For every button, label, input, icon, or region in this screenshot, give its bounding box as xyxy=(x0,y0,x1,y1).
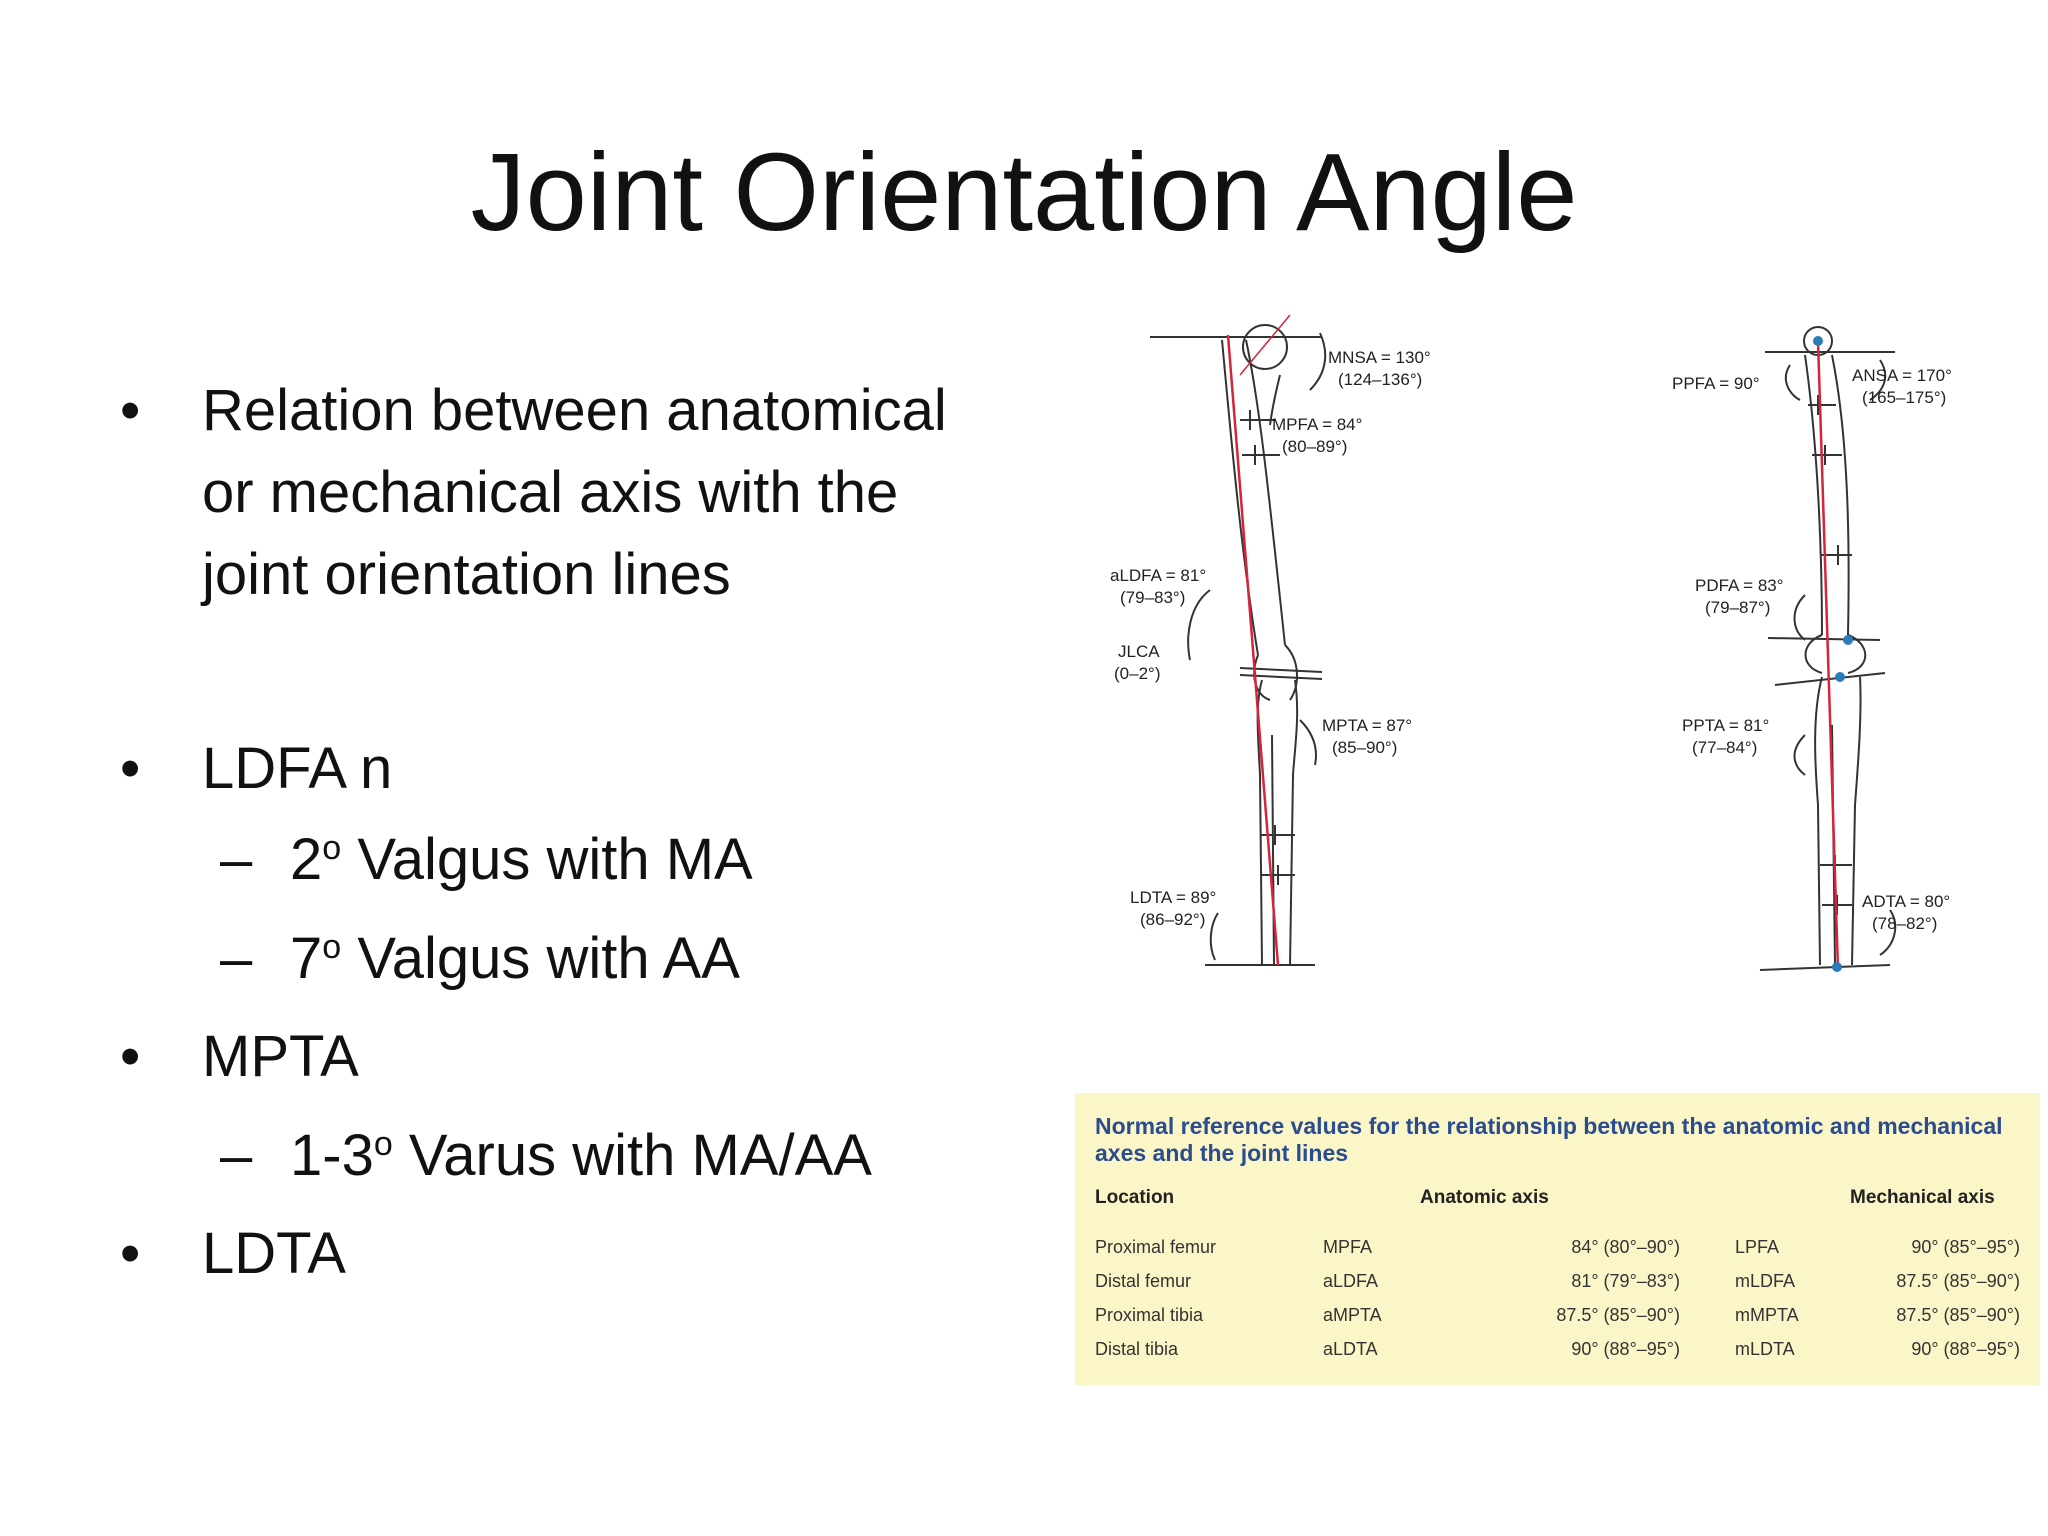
degree-symbol: o xyxy=(322,928,342,966)
slide-title: Joint Orientation Angle xyxy=(470,131,1578,254)
label-mpta-range: (85–90°) xyxy=(1332,738,1397,757)
label-adta-range: (78–82°) xyxy=(1872,914,1937,933)
table-body: Proximal femur MPFA 84° (80°–90°) LPFA 9… xyxy=(1095,1237,2020,1373)
degree-symbol: o xyxy=(373,1125,393,1163)
label-ansa: ANSA = 170° xyxy=(1852,366,1952,385)
cell-mechanical-name: mMPTA xyxy=(1735,1305,1799,1325)
degree-value: 2 xyxy=(290,827,323,892)
bullet-gap xyxy=(120,616,1000,728)
sub-bullet-text: Valgus with AA xyxy=(357,926,740,991)
table-row: Proximal tibia aMPTA 87.5° (85°–90°) mMP… xyxy=(1095,1305,2020,1339)
label-mnsa: MNSA = 130° xyxy=(1328,348,1431,367)
table-row: Distal femur aLDFA 81° (79°–83°) mLDFA 8… xyxy=(1095,1271,2020,1305)
degree-symbol: o xyxy=(322,829,342,867)
cell-anatomic-value: 87.5° (85°–90°) xyxy=(1556,1305,1680,1325)
cell-mechanical-value: 87.5° (85°–90°) xyxy=(1896,1305,2020,1325)
header-mechanical-axis: Mechanical axis xyxy=(1850,1187,1995,1208)
cell-anatomic-value: 84° (80°–90°) xyxy=(1571,1237,1680,1257)
cell-location: Proximal tibia xyxy=(1095,1305,1204,1325)
table-title: Normal reference values for the relation… xyxy=(1095,1113,2003,1166)
label-pdfa: PDFA = 83° xyxy=(1695,576,1784,595)
frontal-leg-figure xyxy=(1150,324,1327,966)
cell-anatomic-value: 81° (79°–83°) xyxy=(1571,1271,1680,1291)
label-ldta: LDTA = 89° xyxy=(1130,888,1216,907)
degree-value: 1-3 xyxy=(290,1123,374,1188)
axis-marker xyxy=(1239,314,1291,376)
label-aldfa-range: (79–83°) xyxy=(1120,588,1185,607)
joint-center-marker xyxy=(1843,635,1853,645)
cell-location: Distal tibia xyxy=(1095,1339,1179,1359)
cell-location: Distal femur xyxy=(1095,1271,1192,1291)
bullet-ldta: LDTA xyxy=(120,1205,1000,1303)
degree-value: 7 xyxy=(290,926,323,991)
joint-center-marker xyxy=(1832,962,1842,972)
sub-bullet-text: Valgus with MA xyxy=(357,827,753,892)
label-ppfa: PPFA = 90° xyxy=(1672,374,1760,393)
sub-bullet-ldfa-ma: 2o Valgus with MA xyxy=(120,810,1000,909)
sub-bullet-mpta: 1-3o Varus with MA/AA xyxy=(120,1106,1000,1205)
bullet-relation: Relation between anatomical or mechanica… xyxy=(120,370,1000,616)
label-ppta-range: (77–84°) xyxy=(1692,738,1757,757)
label-pdfa-range: (79–87°) xyxy=(1705,598,1770,617)
table-row: Proximal femur MPFA 84° (80°–90°) LPFA 9… xyxy=(1095,1237,2020,1271)
label-jlca: JLCA xyxy=(1118,642,1160,661)
joint-angle-diagram: MNSA = 130° (124–136°) MPFA = 84° (80–89… xyxy=(1110,314,1952,972)
cell-anatomic-value: 90° (88°–95°) xyxy=(1571,1339,1680,1359)
sub-bullet-ldfa-aa: 7o Valgus with AA xyxy=(120,909,1000,1008)
cell-mechanical-name: LPFA xyxy=(1735,1237,1780,1257)
side-axis-line xyxy=(1816,340,1840,971)
sub-bullet-text: Varus with MA/AA xyxy=(408,1123,872,1188)
mechanical-axis-line xyxy=(1226,334,1280,966)
label-ansa-range: (165–175°) xyxy=(1862,388,1946,407)
label-jlca-range: (0–2°) xyxy=(1114,664,1160,683)
reference-values-table: Normal reference values for the relation… xyxy=(1075,1093,2040,1385)
label-ppta: PPTA = 81° xyxy=(1682,716,1769,735)
sagittal-leg-labels: PPFA = 90° ANSA = 170° (165–175°) PDFA =… xyxy=(1672,366,1952,933)
cell-anatomic-name: aMPTA xyxy=(1323,1305,1382,1325)
label-mpfa-range: (80–89°) xyxy=(1282,437,1347,456)
label-mpfa: MPFA = 84° xyxy=(1272,415,1362,434)
frontal-leg-labels: MNSA = 130° (124–136°) MPFA = 84° (80–89… xyxy=(1110,348,1431,929)
joint-center-marker xyxy=(1813,336,1823,346)
label-mpta: MPTA = 87° xyxy=(1322,716,1412,735)
label-adta: ADTA = 80° xyxy=(1862,892,1950,911)
label-ldta-range: (86–92°) xyxy=(1140,910,1205,929)
header-anatomic-axis: Anatomic axis xyxy=(1420,1187,1549,1208)
label-mnsa-range: (124–136°) xyxy=(1338,370,1422,389)
cell-mechanical-name: mLDTA xyxy=(1735,1339,1795,1359)
bullet-ldfa: LDFA n xyxy=(120,728,1000,810)
joint-center-marker xyxy=(1835,672,1845,682)
cell-mechanical-name: mLDFA xyxy=(1735,1271,1796,1291)
cell-anatomic-name: MPFA xyxy=(1323,1237,1373,1257)
header-location: Location xyxy=(1095,1187,1175,1208)
bullet-mpta: MPTA xyxy=(120,1008,1000,1106)
cell-mechanical-value: 90° (88°–95°) xyxy=(1911,1339,2020,1359)
table-header: Location Anatomic axis Mechanical axis xyxy=(1095,1187,2020,1227)
cell-anatomic-name: aLDTA xyxy=(1323,1339,1378,1359)
cell-mechanical-value: 87.5° (85°–90°) xyxy=(1896,1271,2020,1291)
cell-anatomic-name: aLDFA xyxy=(1323,1271,1379,1291)
bullet-list: Relation between anatomical or mechanica… xyxy=(120,370,1000,1303)
cell-mechanical-value: 90° (85°–95°) xyxy=(1911,1237,2020,1257)
cell-location: Proximal femur xyxy=(1095,1237,1217,1257)
table-row: Distal tibia aLDTA 90° (88°–95°) mLDTA 9… xyxy=(1095,1339,2020,1373)
sagittal-leg-figure xyxy=(1759,326,1897,971)
label-aldfa: aLDFA = 81° xyxy=(1110,566,1206,585)
